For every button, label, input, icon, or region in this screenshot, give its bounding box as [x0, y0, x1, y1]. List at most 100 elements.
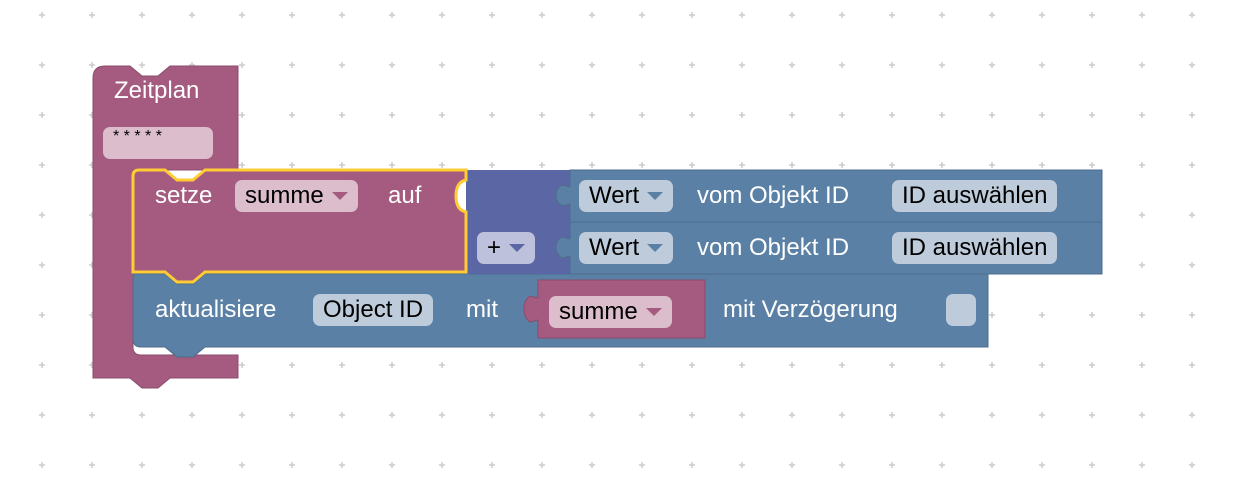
grid-cross [289, 162, 295, 168]
grid-cross [439, 112, 445, 118]
grid-cross [739, 112, 745, 118]
grid-cross [1089, 12, 1095, 18]
dropdown-arrow-icon [645, 308, 662, 316]
delay-checkbox[interactable] [946, 294, 976, 326]
grid-cross [839, 162, 845, 168]
grid-cross [489, 462, 495, 468]
dropdown-arrow-icon [647, 192, 664, 200]
grid-cross [39, 12, 45, 18]
grid-cross [989, 412, 995, 418]
grid-cross [689, 112, 695, 118]
grid-cross [1139, 362, 1145, 368]
grid-cross [489, 362, 495, 368]
grid-cross [39, 262, 45, 268]
value-1-attribute: Wert [589, 182, 640, 209]
set-variable-dropdown[interactable]: summe [235, 180, 358, 212]
set-variable-value: summe [245, 182, 324, 209]
grid-cross [239, 462, 245, 468]
grid-cross [39, 62, 45, 68]
grid-cross [1089, 412, 1095, 418]
grid-cross [889, 162, 895, 168]
set-block-body[interactable] [131, 168, 468, 284]
grid-cross [39, 362, 45, 368]
grid-cross [739, 412, 745, 418]
grid-cross [689, 12, 695, 18]
grid-cross [1189, 412, 1195, 418]
grid-cross [1139, 412, 1145, 418]
grid-cross [739, 362, 745, 368]
grid-cross [939, 462, 945, 468]
grid-cross [89, 62, 95, 68]
grid-cross [639, 62, 645, 68]
value-2-object-id-field[interactable]: ID auswählen [892, 232, 1058, 264]
grid-cross [339, 362, 345, 368]
grid-cross [1189, 12, 1195, 18]
value-2-attribute-dropdown[interactable]: Wert [579, 232, 674, 264]
grid-cross [639, 112, 645, 118]
grid-cross [789, 162, 795, 168]
grid-cross [639, 412, 645, 418]
grid-cross [489, 12, 495, 18]
grid-cross [739, 12, 745, 18]
grid-cross [289, 12, 295, 18]
grid-cross [1189, 62, 1195, 68]
grid-cross [1189, 162, 1195, 168]
grid-cross [989, 112, 995, 118]
grid-cross [239, 362, 245, 368]
grid-cross [489, 162, 495, 168]
grid-cross [389, 112, 395, 118]
grid-cross [489, 62, 495, 68]
grid-cross [1139, 12, 1145, 18]
grid-cross [539, 62, 545, 68]
value-2-attribute: Wert [589, 234, 640, 261]
update-variable-dropdown[interactable]: summe [549, 296, 672, 328]
grid-cross [739, 162, 745, 168]
grid-cross [39, 412, 45, 418]
update-variable-value: summe [559, 298, 638, 325]
grid-cross [139, 462, 145, 468]
grid-cross [439, 462, 445, 468]
grid-cross [339, 412, 345, 418]
grid-cross [39, 212, 45, 218]
grid-cross [439, 362, 445, 368]
schedule-block-title: Zeitplan [114, 77, 200, 104]
grid-cross [439, 12, 445, 18]
grid-cross [539, 462, 545, 468]
grid-cross [839, 62, 845, 68]
grid-cross [239, 12, 245, 18]
value-2-label: vom Objekt ID [697, 234, 850, 261]
grid-cross [1089, 112, 1095, 118]
grid-cross [1189, 262, 1195, 268]
grid-cross [289, 412, 295, 418]
grid-cross [1039, 162, 1045, 168]
grid-cross [1039, 62, 1045, 68]
grid-cross [1139, 212, 1145, 218]
grid-cross [939, 362, 945, 368]
grid-cross [889, 412, 895, 418]
grid-cross [739, 62, 745, 68]
grid-cross [1039, 112, 1045, 118]
grid-cross [989, 12, 995, 18]
grid-cross [939, 12, 945, 18]
grid-cross [789, 62, 795, 68]
grid-cross [139, 12, 145, 18]
grid-cross [789, 412, 795, 418]
grid-cross [989, 362, 995, 368]
grid-cross [339, 162, 345, 168]
grid-cross [689, 162, 695, 168]
grid-cross [639, 362, 645, 368]
value-1-object-id-field[interactable]: ID auswählen [892, 180, 1058, 212]
value-1-attribute-dropdown[interactable]: Wert [579, 180, 674, 212]
math-operator-value: + [487, 234, 502, 261]
update-object-id-field[interactable]: Object ID [313, 294, 434, 326]
cron-field[interactable]: * * * * * [103, 127, 213, 159]
grid-cross [839, 412, 845, 418]
grid-cross [439, 162, 445, 168]
grid-cross [689, 62, 695, 68]
grid-cross [389, 12, 395, 18]
grid-cross [89, 462, 95, 468]
math-operator-dropdown[interactable]: + [477, 232, 536, 264]
grid-cross [339, 12, 345, 18]
grid-cross [989, 162, 995, 168]
grid-cross [389, 162, 395, 168]
